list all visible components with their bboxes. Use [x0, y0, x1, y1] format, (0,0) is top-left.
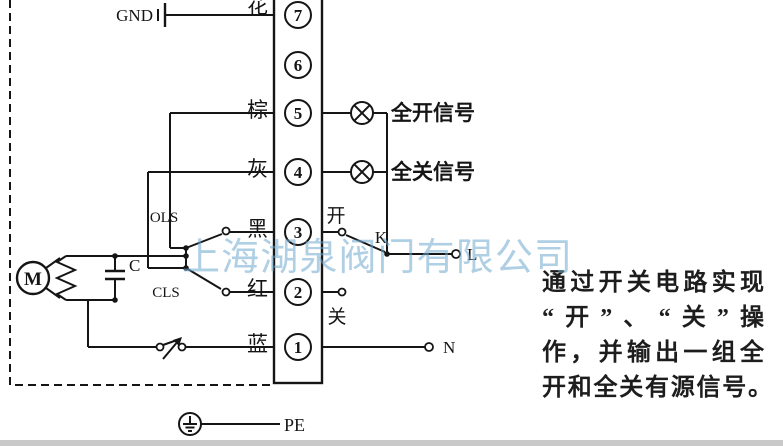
n-terminal-icon: [424, 342, 434, 352]
terminal-3-number: 3: [294, 223, 303, 242]
open-signal-label: 全开信号: [390, 101, 475, 125]
motor-label: M: [24, 269, 42, 290]
terminal-5: 5: [284, 99, 312, 127]
k-open-contact: [337, 227, 347, 237]
watermark-text: 上海湖泉阀门有限公司: [182, 237, 572, 279]
wire-label-5: 棕: [247, 98, 268, 122]
ols-blade: [185, 233, 223, 249]
lamp-open-icon: [350, 101, 374, 125]
ols-label: OLS: [150, 210, 178, 226]
terminal-3: 3: [284, 218, 312, 246]
wire-label-4: 灰: [247, 157, 268, 181]
terminal-7: 7: [284, 1, 312, 29]
description-line-3: 作，并输出一组全: [542, 338, 765, 366]
bottom-gray-bar: [0, 440, 783, 446]
terminal-4: 4: [284, 158, 312, 186]
wire-label-1: 蓝: [247, 332, 268, 356]
cls-blade: [185, 267, 222, 290]
l-terminal-icon: [451, 249, 461, 259]
capacitor-label: C: [129, 256, 140, 275]
terminal-1: 1: [284, 333, 312, 361]
close-position-label: 关: [327, 306, 346, 328]
terminal-4-number: 4: [294, 163, 303, 182]
k-switch-blade: [345, 234, 386, 253]
gnd-label: GND: [116, 6, 153, 25]
terminal-1-circle: [284, 333, 312, 361]
terminal-3-circle: [284, 218, 312, 246]
ols-contact: [221, 226, 231, 236]
terminal-5-number: 5: [294, 104, 303, 123]
description-line-2: “开”、“关”操: [542, 304, 764, 331]
wire-label-7: 花: [247, 0, 268, 18]
n-label: N: [443, 338, 455, 357]
terminal-7-number: 7: [294, 6, 303, 25]
terminal-strip: [272, 0, 324, 385]
capacitor-icon: [105, 253, 125, 303]
terminal-7-circle: [284, 1, 312, 29]
terminal-2: 2: [284, 278, 312, 306]
description-text: 通过开关电路实现 “开”、“关”操 作，并输出一组全 开和全关有源信号。: [542, 268, 772, 401]
terminal-2-circle: [284, 278, 312, 306]
wire-label-2: 红: [247, 277, 268, 301]
junction-dot-motor: [183, 253, 189, 259]
terminal-6: 6: [284, 51, 312, 79]
description-line-4: 开和全关有源信号。: [542, 373, 772, 401]
terminal-4-circle: [284, 158, 312, 186]
terminal-6-number: 6: [294, 56, 303, 75]
terminal-5-circle: [284, 99, 312, 127]
pe-label: PE: [284, 415, 305, 435]
ground-icon: [157, 3, 167, 27]
closed-signal-label: 全关信号: [390, 160, 475, 184]
open-position-label: 开: [326, 206, 345, 227]
enclosure-dashed-border: [9, 0, 274, 386]
k-switch-label: K: [375, 228, 388, 247]
cls-label: CLS: [152, 285, 180, 301]
k-close-contact: [337, 287, 347, 297]
l-label: L: [467, 245, 477, 264]
wire-label-3: 黑: [247, 217, 268, 241]
thermal-switch-icon: [155, 337, 187, 360]
pe-earth-icon: [178, 412, 202, 436]
motor-icon: M: [15, 257, 61, 299]
terminal-2-number: 2: [294, 283, 303, 302]
terminal-1-number: 1: [294, 338, 303, 357]
description-line-1: 通过开关电路实现: [542, 268, 764, 296]
terminal-6-circle: [284, 51, 312, 79]
motor-winding-icon: [54, 255, 78, 301]
lamp-closed-icon: [350, 160, 374, 184]
cls-contact: [221, 287, 231, 297]
